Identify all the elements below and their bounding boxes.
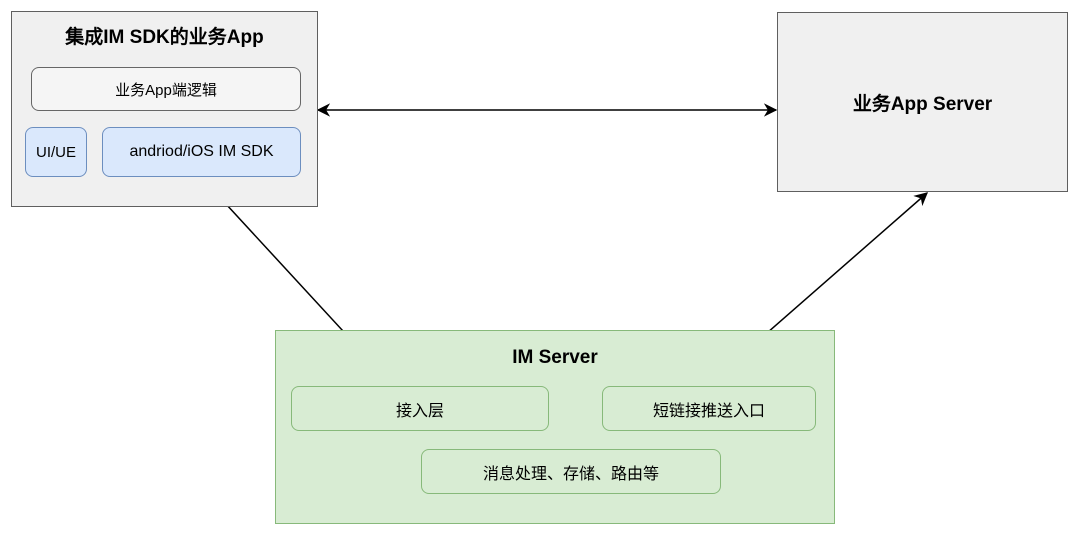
im-server-container: IM Server 接入层 短链接推送入口 消息处理、存储、路由等 [275,330,835,524]
app-logic-node: 业务App端逻辑 [31,67,301,111]
im-sdk-node: andriod/iOS IM SDK [102,127,301,177]
business-app-container: 集成IM SDK的业务App 业务App端逻辑 UI/UE andriod/iO… [11,11,318,207]
business-app-title: 集成IM SDK的业务App [65,27,264,48]
im-server-title: IM Server [512,347,598,368]
access-layer-node: 接入层 [291,386,549,431]
ui-ue-node: UI/UE [25,127,87,177]
business-app-server-node: 业务App Server [777,12,1068,192]
message-processing-node: 消息处理、存储、路由等 [421,449,721,494]
push-entry-node: 短链接推送入口 [602,386,816,431]
